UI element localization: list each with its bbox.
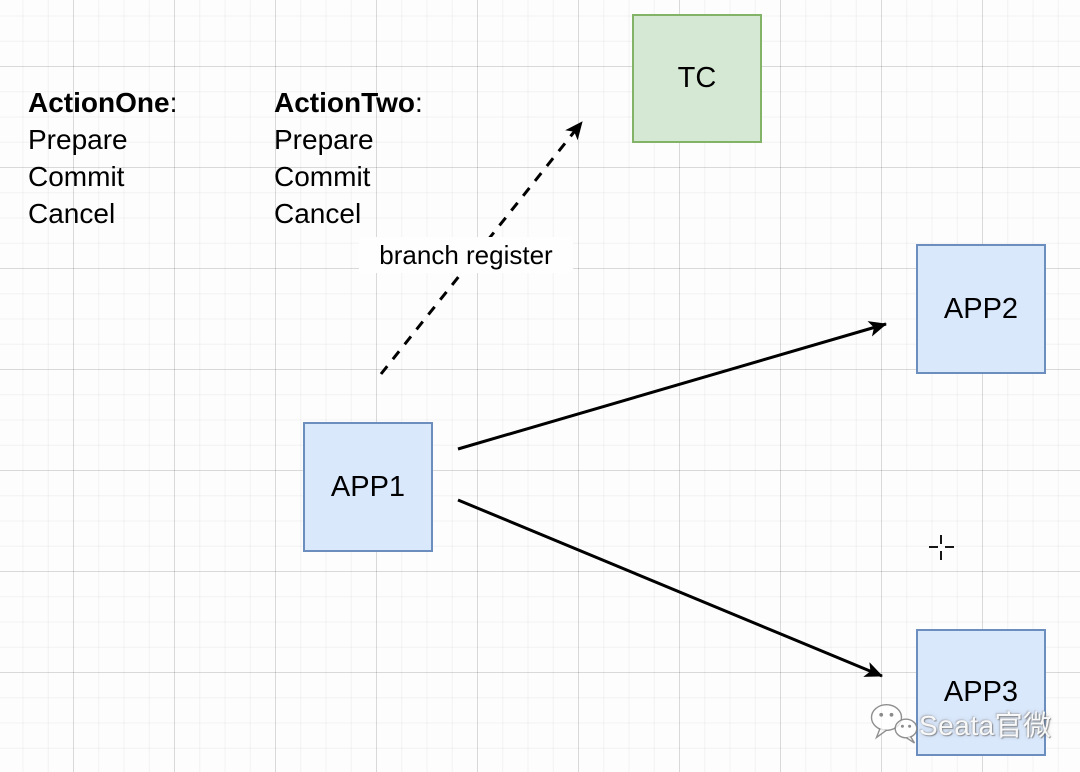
- action-two-title: ActionTwo:: [274, 84, 423, 121]
- action-one-item: Prepare: [28, 124, 128, 155]
- edge-app1-app2-arrow[interactable]: [457, 321, 887, 451]
- watermark: Seata官微: [869, 702, 1052, 746]
- node-tc[interactable]: TC: [632, 14, 762, 143]
- action-two-column: ActionTwo: Prepare Commit Cancel: [274, 84, 423, 232]
- action-two-title-text: ActionTwo: [274, 87, 416, 118]
- node-app3[interactable]: APP3: [916, 629, 1046, 756]
- action-one-title-text: ActionOne: [28, 87, 170, 118]
- node-app1[interactable]: APP1: [303, 422, 433, 552]
- action-one-item: Cancel: [28, 198, 116, 229]
- wechat-icon: [870, 703, 918, 744]
- edge-app1-app3-arrow[interactable]: [457, 498, 883, 678]
- action-one-item: Commit: [28, 161, 125, 192]
- action-two-item: Commit: [274, 161, 371, 192]
- action-two-item: Prepare: [274, 124, 374, 155]
- node-tc-label: TC: [677, 62, 717, 94]
- node-app2[interactable]: APP2: [916, 244, 1046, 374]
- action-one-colon: :: [169, 87, 178, 118]
- watermark-text: Seata官微: [919, 710, 1052, 741]
- edge-label-branch-register[interactable]: branch register: [359, 237, 573, 273]
- action-one-column: ActionOne: Prepare Commit Cancel: [28, 84, 230, 232]
- node-app1-label: APP1: [330, 470, 406, 503]
- crosshair-cursor: [926, 532, 956, 562]
- action-two-item: Cancel: [274, 198, 362, 229]
- action-one-title: ActionOne:: [28, 84, 230, 121]
- annotation-block: ActionOne: Prepare Commit Cancel ActionT…: [28, 84, 423, 232]
- node-app2-label: APP2: [943, 292, 1019, 325]
- node-app3-label: APP3: [943, 676, 1019, 708]
- action-two-colon: :: [415, 87, 423, 118]
